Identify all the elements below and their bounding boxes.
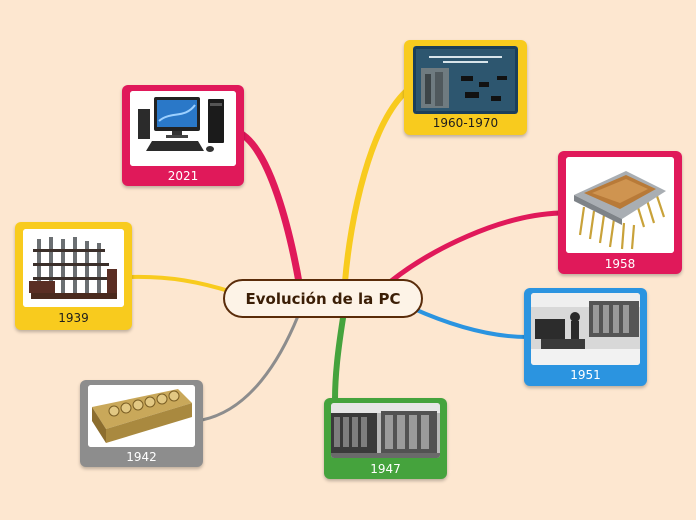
branch-1942 <box>200 314 300 422</box>
node-1951-label: 1951 <box>570 368 601 382</box>
eniac-image <box>331 403 440 458</box>
microchip-image <box>566 157 674 253</box>
branch-1947 <box>332 315 346 403</box>
central-topic-label: Evolución de la PC <box>245 289 401 308</box>
node-1942-label: 1942 <box>126 450 157 464</box>
node-1947-label: 1947 <box>370 462 401 476</box>
node-1939[interactable]: 1939 <box>15 222 132 330</box>
node-2021[interactable]: 2021 <box>122 85 244 186</box>
node-1951[interactable]: 1951 <box>524 288 647 386</box>
node-1958-label: 1958 <box>604 257 636 271</box>
univac-image <box>531 293 640 365</box>
node-1958[interactable]: 1958 <box>558 151 682 274</box>
node-1947[interactable]: 1947 <box>324 398 447 479</box>
node-1939-label: 1939 <box>58 311 89 325</box>
branch-1960 <box>342 85 413 285</box>
pascaline-image <box>88 385 195 447</box>
difference-engine-image <box>23 229 124 307</box>
branch-1939 <box>128 274 234 294</box>
branch-1958 <box>387 210 563 285</box>
branch-1951 <box>410 306 529 339</box>
node-2021-label: 2021 <box>167 169 199 183</box>
node-1942[interactable]: 1942 <box>80 380 203 467</box>
node-1960-1970[interactable]: 1960-1970 <box>404 40 527 135</box>
branch-2021 <box>236 129 304 292</box>
integrated-circuits-image <box>413 46 518 114</box>
central-topic[interactable]: Evolución de la PC <box>223 279 423 318</box>
node-1960-1970-label: 1960-1970 <box>432 116 499 130</box>
desktop-pc-image <box>130 91 236 166</box>
